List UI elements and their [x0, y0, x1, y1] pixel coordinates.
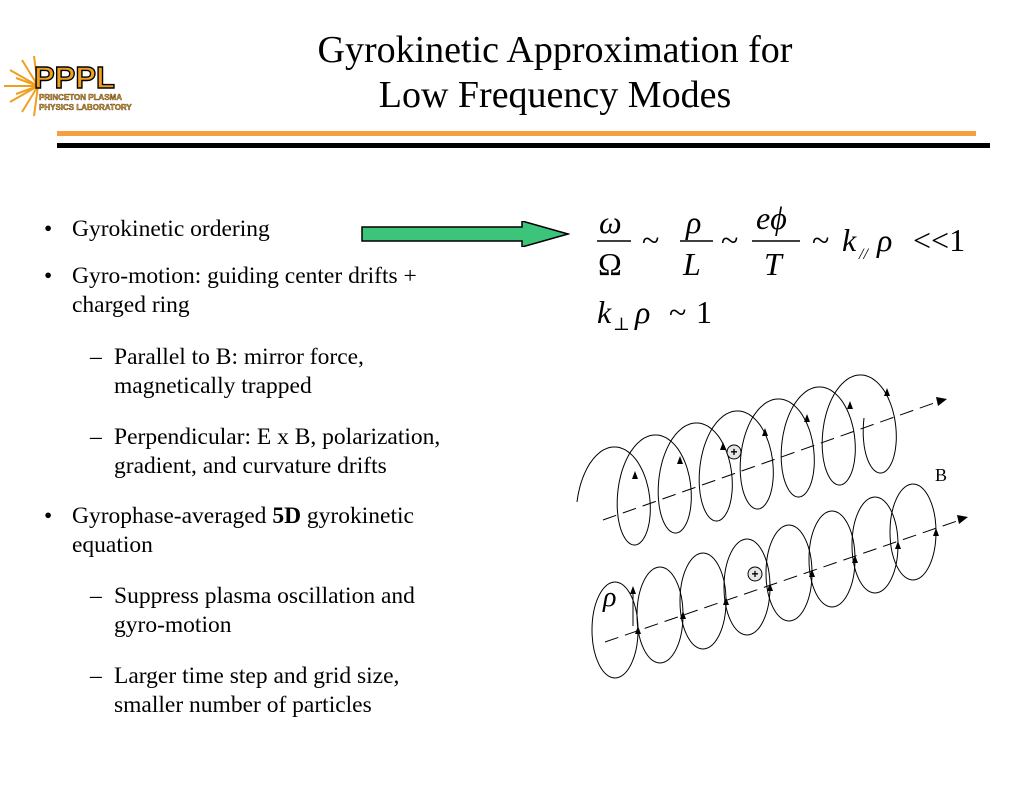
logo-wordmark: PPPL	[34, 60, 115, 95]
gyro-ring-2	[636, 566, 684, 664]
sub-bullet-parallel: – Parallel to B: mirror force, magnetica…	[90, 344, 364, 399]
slide-title: Gyrokinetic Approximation for Low Freque…	[140, 28, 970, 118]
svg-text:eϕ: eϕ	[756, 200, 787, 236]
bottom-axis-line	[604, 519, 961, 643]
gyroradius-label: ρ	[602, 582, 616, 613]
svg-text:k: k	[597, 294, 612, 330]
svg-text:⊥: ⊥	[613, 314, 630, 333]
svg-text:1: 1	[696, 294, 712, 330]
svg-text:ρ: ρ	[634, 294, 650, 330]
gyrokinetic-ordering-equation: ω Ω ~ ρ L ~ eϕ T ~ k // ρ <<1	[597, 200, 965, 282]
right-arrow-icon	[361, 221, 570, 247]
guiding-center-axis	[602, 397, 968, 643]
bullet-gyro-motion: • Gyro-motion: guiding center drifts + c…	[44, 263, 417, 318]
svg-text:ρ: ρ	[685, 204, 701, 240]
gyro-ring-trajectory	[591, 483, 939, 679]
svg-text:~: ~	[669, 294, 686, 330]
svg-text:~: ~	[642, 222, 659, 258]
helix-curve	[576, 374, 897, 546]
pppl-logo: PPPL PRINCETON PLASMA PHYSICS LABORATORY	[4, 56, 132, 117]
svg-text:T: T	[764, 246, 784, 282]
title-line-2: Low Frequency Modes	[378, 74, 732, 116]
svg-text:ω: ω	[599, 204, 622, 240]
logo-subtitle-2: PHYSICS LABORATORY	[39, 103, 132, 112]
top-axis-arrowhead	[936, 397, 947, 406]
sub-bullet-suppress: – Suppress plasma oscillation and gyro-m…	[90, 583, 415, 638]
logo-subtitle-1: PRINCETON PLASMA	[39, 93, 122, 102]
gyro-motion-diagram: + + B ρ	[576, 374, 968, 679]
gyro-ring-4	[723, 538, 771, 636]
svg-text://: //	[858, 246, 869, 263]
gyro-ring-6	[808, 510, 856, 608]
svg-text:+: +	[751, 567, 758, 581]
bottom-axis-arrowhead	[957, 515, 968, 524]
gyro-ring-3	[679, 552, 727, 650]
ion-charge-marker-top: +	[726, 444, 742, 460]
title-line-1: Gyrokinetic Approximation for	[317, 29, 793, 71]
svg-text:+: +	[730, 445, 737, 459]
svg-text:~: ~	[721, 222, 738, 258]
sub-bullet-larger-time-step: – Larger time step and grid size, smalle…	[90, 663, 400, 718]
svg-text:L: L	[682, 246, 701, 282]
perpendicular-ordering-equation: k ⊥ ρ ~ 1	[597, 294, 712, 333]
sub-bullet-perpendicular: – Perpendicular: E x B, polarization, gr…	[90, 424, 441, 479]
magnetic-field-label: B	[935, 465, 947, 485]
helical-trajectory	[576, 374, 897, 546]
title-divider-orange	[57, 131, 976, 136]
svg-text:~: ~	[812, 222, 829, 258]
svg-text:<<1: <<1	[913, 222, 965, 258]
sunburst-icon	[4, 56, 39, 117]
svg-text:Ω: Ω	[598, 246, 622, 282]
gyroradius-arrowhead	[630, 586, 636, 594]
bullet-gyrokinetic-ordering: •Gyrokinetic ordering	[44, 216, 270, 242]
ion-charge-marker-bottom: +	[747, 566, 763, 582]
title-divider-black	[57, 143, 990, 148]
bullet-gyrophase-averaged: • Gyrophase-averaged 5D gyrokinetic equa…	[44, 503, 414, 558]
svg-text:k: k	[842, 222, 857, 258]
svg-text:ρ: ρ	[876, 222, 892, 258]
top-axis-line	[602, 401, 938, 521]
